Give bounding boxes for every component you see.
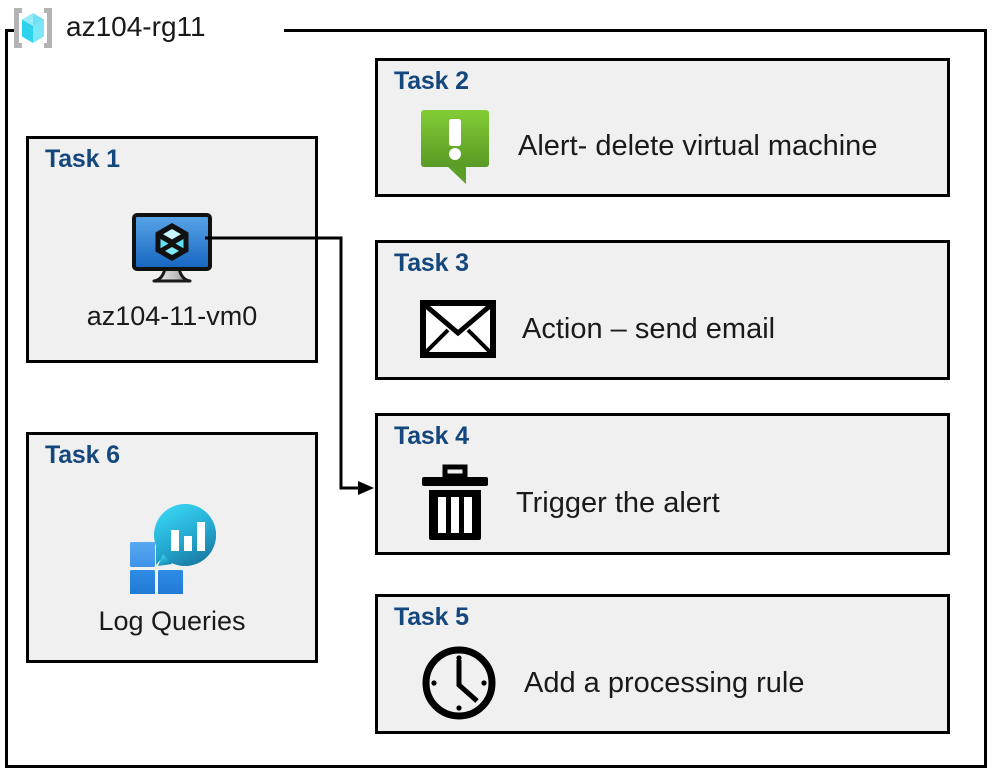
- resource-group-header: az104-rg11: [10, 2, 206, 54]
- task-4-box[interactable]: Task 4 Trigger the alert: [375, 413, 950, 555]
- task-3-box[interactable]: Task 3 Action – send email: [375, 240, 950, 380]
- task-2-box[interactable]: Task 2 Alert- delete virtual machin: [375, 58, 950, 197]
- task-1-label: Task 1: [45, 145, 120, 173]
- task-5-caption: Add a processing rule: [524, 666, 805, 699]
- resource-group-container: [5, 29, 987, 768]
- resource-group-icon: [10, 6, 56, 50]
- task-3-caption: Action – send email: [522, 312, 776, 345]
- header-border-gap: [14, 18, 284, 42]
- task-2-label: Task 2: [394, 67, 469, 95]
- task-6-caption: Log Queries: [98, 606, 246, 636]
- log-analytics-icon: [122, 502, 222, 594]
- task-2-caption: Alert- delete virtual machine: [518, 130, 878, 162]
- task-1-caption: az104-11-vm0: [86, 301, 258, 331]
- virtual-machine-icon: [128, 211, 216, 289]
- task-1-box[interactable]: Task 1: [26, 136, 318, 363]
- clock-icon: [420, 644, 498, 722]
- task-3-label: Task 3: [394, 249, 469, 277]
- envelope-icon: [420, 300, 496, 358]
- task-6-box[interactable]: Task 6: [26, 432, 318, 663]
- alert-bubble-icon: [420, 108, 492, 186]
- trash-can-icon: [420, 464, 490, 542]
- task-5-box[interactable]: Task 5 Add a processing rule: [375, 594, 950, 734]
- task-4-label: Task 4: [394, 422, 469, 450]
- resource-group-title: az104-rg11: [66, 11, 206, 42]
- task-5-label: Task 5: [394, 603, 469, 631]
- task-6-label: Task 6: [45, 441, 120, 469]
- task-4-caption: Trigger the alert: [516, 486, 720, 519]
